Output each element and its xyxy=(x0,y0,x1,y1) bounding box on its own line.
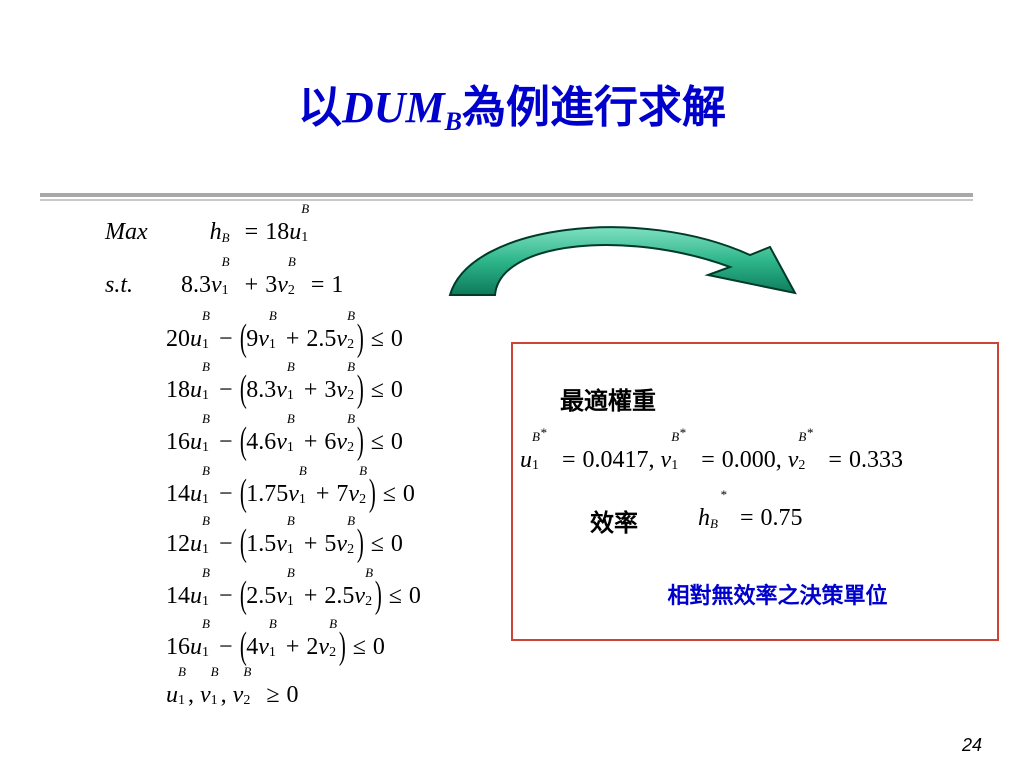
slide-title: 以DUMB為例進行求解 xyxy=(297,82,727,136)
efficiency-label: 效率 xyxy=(590,509,638,537)
max-label: Max xyxy=(105,219,148,245)
v2-value: 0.333 xyxy=(848,447,903,473)
u1-value: 0.0417 xyxy=(582,447,649,473)
conclusion-text: 相對無效率之決策單位 xyxy=(667,584,888,609)
divider-line xyxy=(40,193,973,197)
curved-arrow-icon xyxy=(448,226,797,296)
v1-value: 0.000 xyxy=(721,447,776,473)
st-label: s.t. xyxy=(105,272,134,298)
divider-line-thin xyxy=(40,199,973,201)
page-number: 24 xyxy=(961,735,982,755)
results-box xyxy=(511,342,999,641)
efficiency-value: 0.75 xyxy=(760,505,803,531)
optimal-weights-label: 最適權重 xyxy=(560,387,656,415)
